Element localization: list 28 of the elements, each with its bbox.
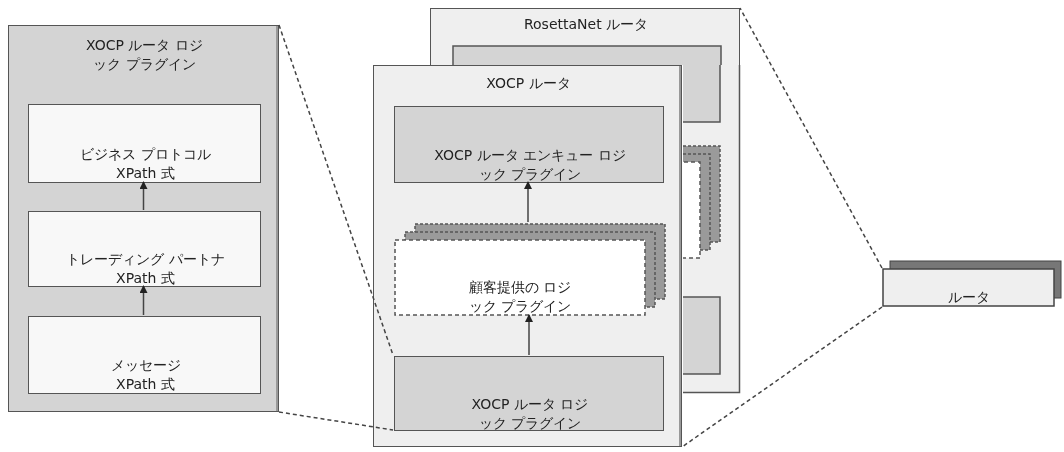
panel-title: RosettaNet ルータ bbox=[522, 15, 650, 34]
arrow bbox=[139, 285, 148, 316]
router-panel bbox=[430, 8, 740, 65]
box-label: XOCP ルータ ロジック プラグイン bbox=[470, 394, 590, 433]
box-label: ルータ bbox=[946, 287, 991, 307]
arrow bbox=[139, 181, 148, 211]
arrow bbox=[525, 314, 533, 356]
box-label: トレーディング パートナ XPath 式 bbox=[65, 250, 226, 288]
expression-box bbox=[28, 316, 261, 394]
plugin-box bbox=[394, 356, 664, 431]
plugin-box bbox=[394, 106, 664, 183]
panel-title: XOCP ルータ ロジック プラグイン bbox=[85, 36, 204, 74]
expression-box bbox=[28, 211, 261, 287]
box-label: XOCP ルータ エンキュー ロジック プラグイン bbox=[433, 145, 627, 184]
expression-box bbox=[28, 104, 261, 183]
router-panel bbox=[373, 65, 682, 447]
zoom-line bbox=[278, 411, 394, 431]
plugin-stack bbox=[394, 223, 666, 316]
box-label: 顧客提供の ロジック プラグイン bbox=[467, 277, 573, 316]
panel-title: XOCP ルータ bbox=[485, 74, 572, 93]
zoom-line bbox=[681, 306, 883, 448]
router-box bbox=[882, 260, 1062, 307]
box-label: ビジネス プロトコル XPath 式 bbox=[79, 144, 212, 183]
plugin-panel bbox=[8, 25, 279, 412]
zoom-line bbox=[278, 24, 394, 356]
box-label: メッセージ XPath 式 bbox=[109, 356, 182, 394]
zoom-line bbox=[739, 7, 883, 269]
arrow bbox=[524, 181, 532, 223]
